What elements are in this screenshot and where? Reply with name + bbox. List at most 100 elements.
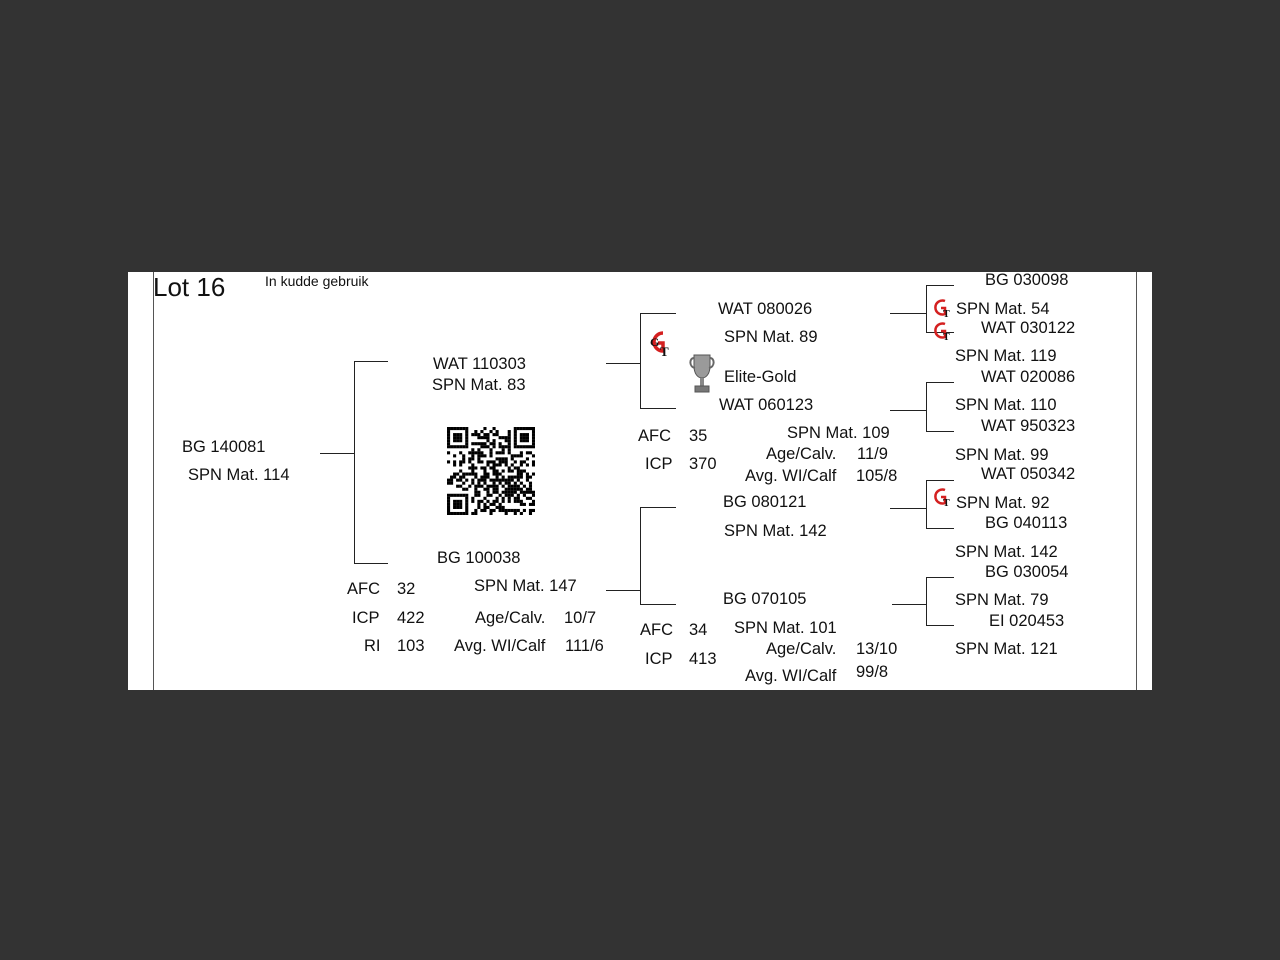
connector-line — [926, 577, 927, 626]
dam-afc-label: AFC — [347, 580, 380, 598]
connector-line — [926, 480, 927, 529]
dd-id: BG 070105 — [723, 590, 807, 608]
subject-id: BG 140081 — [182, 438, 266, 456]
gen3-spn: SPN Mat. 121 — [955, 640, 1058, 658]
connector-line — [890, 313, 926, 314]
dam-age-label: Age/Calv. — [475, 609, 546, 627]
gen3-spn: SPN Mat. 110 — [955, 396, 1057, 414]
svg-text:T: T — [943, 332, 950, 341]
connector-line — [320, 453, 354, 454]
svg-text:T: T — [943, 309, 950, 318]
sd-age-value: 11/9 — [857, 445, 888, 463]
gen3-id: WAT 030122 — [981, 319, 1076, 337]
connector-line — [926, 528, 954, 529]
gen3-spn: SPN Mat. 142 — [955, 543, 1058, 561]
connector-line — [606, 590, 640, 591]
sd-age-label: Age/Calv. — [766, 445, 837, 463]
connector-line — [926, 285, 927, 333]
ss-spn: SPN Mat. 89 — [724, 328, 818, 346]
connector-line — [640, 604, 676, 605]
connector-line — [640, 313, 641, 409]
svg-text:T: T — [943, 498, 950, 507]
connector-line — [354, 563, 388, 564]
gt-logo-icon: T G — [650, 331, 669, 357]
dd-age-label: Age/Calv. — [766, 640, 837, 658]
dd-afc-label: AFC — [640, 621, 673, 639]
dam-icp-label: ICP — [352, 609, 380, 627]
sd-spn: SPN Mat. 109 — [787, 424, 890, 442]
gen3-spn: SPN Mat. 92 — [956, 494, 1050, 512]
dam-ri-label: RI — [364, 637, 381, 655]
connector-line — [640, 408, 676, 409]
dd-spn: SPN Mat. 101 — [734, 619, 837, 637]
dd-icp-label: ICP — [645, 650, 673, 668]
gt-logo-icon: T — [934, 322, 950, 341]
sd-icp-label: ICP — [645, 455, 673, 473]
dd-wi-value: 99/8 — [856, 663, 889, 681]
connector-line — [926, 625, 954, 626]
dam-age-value: 10/7 — [564, 609, 597, 627]
connector-line — [926, 382, 927, 432]
connector-line — [890, 508, 926, 509]
gen3-spn: SPN Mat. 99 — [955, 446, 1049, 464]
dam-wi-value: 111/6 — [565, 637, 604, 655]
gt-logo-icon: T — [934, 488, 950, 507]
ds-spn: SPN Mat. 142 — [724, 522, 827, 540]
dam-spn: SPN Mat. 147 — [474, 577, 577, 595]
lot-title: Lot 16 — [153, 272, 226, 302]
dam-afc-value: 32 — [397, 580, 416, 598]
gen3-id: WAT 050342 — [981, 465, 1076, 483]
gen3-id: BG 040113 — [985, 514, 1068, 532]
connector-line — [926, 332, 954, 333]
sd-id: WAT 060123 — [719, 396, 814, 414]
gen3-id: BG 030098 — [985, 272, 1069, 289]
connector-line — [606, 363, 640, 364]
connector-line — [926, 431, 954, 432]
left-border — [153, 272, 154, 690]
dd-age-value: 13/10 — [856, 640, 898, 658]
gen3-id: EI 020453 — [989, 612, 1065, 630]
gen3-spn: SPN Mat. 119 — [955, 347, 1057, 365]
connector-line — [890, 410, 926, 411]
dam-id: BG 100038 — [437, 549, 521, 567]
gen3-spn: SPN Mat. 79 — [955, 591, 1049, 609]
trophy-icon — [689, 354, 715, 393]
connector-line — [926, 285, 954, 286]
connector-line — [640, 313, 676, 314]
connector-line — [892, 604, 926, 605]
usage-status: In kudde gebruik — [265, 273, 369, 289]
connector-line — [354, 361, 388, 362]
dd-icp-value: 413 — [689, 650, 717, 668]
connector-line — [354, 361, 355, 564]
connector-line — [640, 507, 676, 508]
subject-spn: SPN Mat. 114 — [188, 466, 290, 484]
connector-line — [640, 507, 641, 605]
gen3-spn: SPN Mat. 54 — [956, 300, 1050, 318]
pedigree-sheet: Lot 16 In kudde gebruik BG 140081 SPN Ma… — [128, 272, 1152, 690]
sire-spn: SPN Mat. 83 — [432, 376, 526, 394]
dd-afc-value: 34 — [689, 621, 708, 639]
sd-afc-value: 35 — [689, 427, 708, 445]
dam-wi-label: Avg. WI/Calf — [454, 637, 546, 655]
sd-wi-value: 105/8 — [856, 467, 898, 485]
dam-ri-value: 103 — [397, 637, 425, 655]
connector-line — [926, 577, 954, 578]
right-border — [1136, 272, 1137, 690]
gen3-id: WAT 950323 — [981, 417, 1076, 435]
svg-text:G: G — [650, 335, 659, 349]
ds-id: BG 080121 — [723, 493, 807, 511]
gen3-id: WAT 020086 — [981, 368, 1076, 386]
qr-code — [447, 427, 535, 515]
gt-logo-icon: T — [934, 299, 950, 318]
gen3-id: BG 030054 — [985, 563, 1069, 581]
dd-wi-label: Avg. WI/Calf — [745, 667, 837, 685]
svg-text:T: T — [660, 344, 669, 357]
sd-afc-label: AFC — [638, 427, 671, 445]
connector-line — [926, 480, 954, 481]
sd-wi-label: Avg. WI/Calf — [745, 467, 837, 485]
dam-icp-value: 422 — [397, 609, 425, 627]
sd-award: Elite-Gold — [724, 368, 797, 386]
sd-icp-value: 370 — [689, 455, 717, 473]
connector-line — [926, 382, 954, 383]
ss-id: WAT 080026 — [718, 300, 813, 318]
